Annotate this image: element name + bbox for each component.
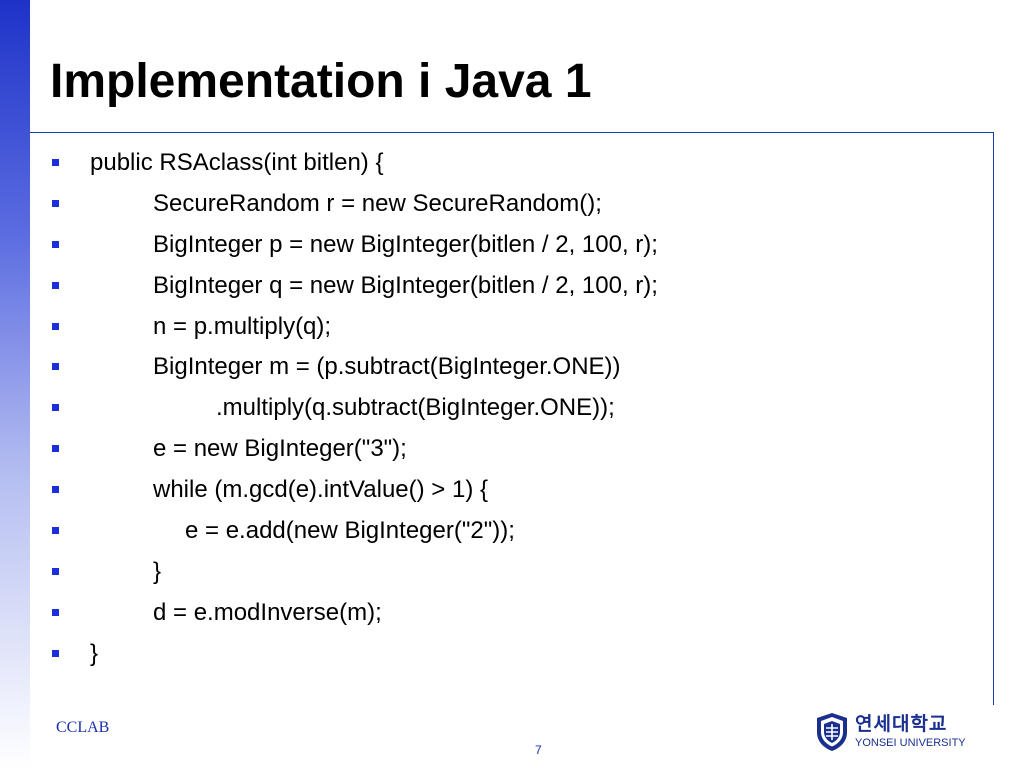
square-bullet-icon (52, 240, 59, 248)
code-text: } (153, 557, 162, 585)
code-text: e = new BigInteger("3"); (153, 435, 407, 463)
logo-english-name: YONSEI UNIVERSITY (855, 737, 966, 749)
code-line: while (m.gcd(e).intValue() > 1) { (50, 470, 488, 511)
code-text: while (m.gcd(e).intValue() > 1) { (153, 476, 489, 504)
square-bullet-icon (52, 486, 59, 494)
code-line: BigInteger m = (p.subtract(BigInteger.ON… (50, 347, 621, 388)
code-line: BigInteger p = new BigInteger(bitlen / 2… (50, 225, 658, 266)
code-text: public RSAclass(int bitlen) { (90, 149, 384, 176)
code-list: public RSAclass(int bitlen) { SecureRand… (50, 143, 658, 675)
square-bullet-icon (52, 567, 59, 575)
university-shield-icon (817, 713, 847, 751)
code-line: .multiply(q.subtract(BigInteger.ONE)); (50, 388, 615, 429)
code-text: n = p.multiply(q); (153, 312, 332, 340)
page-number: 7 (535, 743, 542, 757)
square-bullet-icon (52, 527, 59, 535)
square-bullet-icon (52, 199, 59, 207)
footer-lab-name: CCLAB (56, 719, 110, 736)
code-text: d = e.modInverse(m); (153, 598, 382, 626)
left-gradient-bar (0, 0, 30, 768)
square-bullet-icon (52, 608, 59, 616)
right-border-line (993, 132, 994, 705)
code-line: n = p.multiply(q); (50, 307, 331, 348)
code-text: BigInteger p = new BigInteger(bitlen / 2… (153, 230, 658, 258)
code-text: SecureRandom r = new SecureRandom(); (153, 189, 602, 217)
logo-korean-name: 연세대학교 (855, 713, 948, 735)
square-bullet-icon (52, 322, 59, 330)
code-text: .multiply(q.subtract(BigInteger.ONE)); (216, 394, 615, 422)
square-bullet-icon (52, 404, 59, 412)
square-bullet-icon (52, 281, 59, 289)
square-bullet-icon (52, 363, 59, 371)
code-text: } (90, 639, 99, 667)
code-line: d = e.modInverse(m); (50, 593, 382, 634)
code-text: BigInteger q = new BigInteger(bitlen / 2… (153, 271, 658, 299)
code-line: public RSAclass(int bitlen) { (50, 143, 383, 184)
square-bullet-icon (52, 159, 59, 166)
square-bullet-icon (52, 445, 59, 453)
university-logo: 연세대학교 YONSEI UNIVERSITY (815, 712, 985, 754)
code-line: e = e.add(new BigInteger("2")); (50, 511, 515, 552)
code-line: SecureRandom r = new SecureRandom(); (50, 184, 602, 225)
code-line: e = new BigInteger("3"); (50, 429, 407, 470)
code-line: BigInteger q = new BigInteger(bitlen / 2… (50, 266, 658, 307)
title-underline (30, 132, 994, 133)
code-line: } (50, 552, 161, 593)
slide-title: Implementation i Java 1 (50, 55, 592, 108)
code-text: e = e.add(new BigInteger("2")); (185, 517, 515, 545)
code-text: BigInteger m = (p.subtract(BigInteger.ON… (153, 353, 621, 381)
square-bullet-icon (52, 649, 59, 657)
code-line: } (50, 634, 98, 675)
